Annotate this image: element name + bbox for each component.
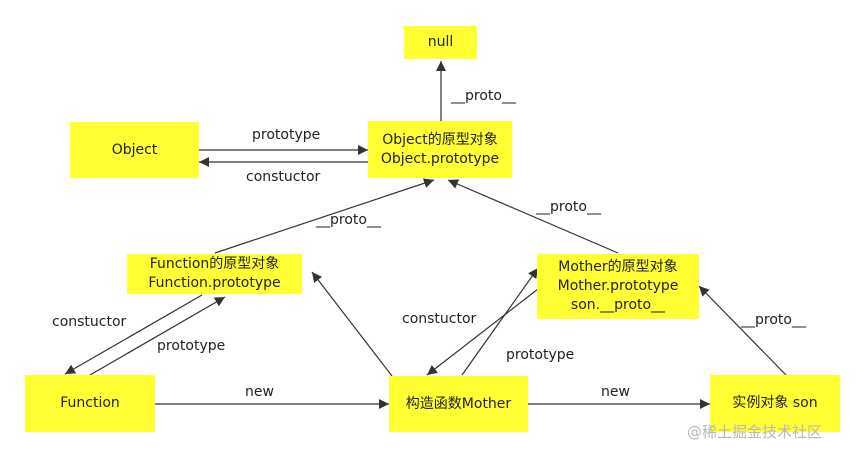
label-new-mother: new [245,384,274,400]
node-object-label: Object [111,141,158,158]
node-mother-prototype: Mother的原型对象 Mother.prototype son.__proto… [537,254,699,319]
node-object: Object [70,122,199,178]
arrow-function-prototype [89,296,226,376]
arrow-mother-prototype [461,267,539,376]
arrow-mother-constructor [426,288,539,376]
arrow-mp-to-op [447,179,619,254]
node-mother-constructor: 构造函数Mother [389,376,528,432]
node-function-prototype: Function的原型对象 Function.prototype [127,254,302,294]
node-null: null [404,26,477,59]
node-function: Function [25,375,155,432]
arrow-son-to-mp [698,285,787,376]
node-mother-constructor-label: 构造函数Mother [405,395,512,412]
label-function-prototype: prototype [157,338,226,354]
node-son-instance-label: 实例对象 son [732,395,818,411]
node-mother-prototype-line3: son.__proto__ [570,297,666,313]
label-fp-proto: __proto__ [316,212,381,228]
label-mother-constructor: constuctor [402,311,477,327]
node-mother-prototype-line1: Mother的原型对象 [558,259,678,275]
node-function-label: Function [60,395,120,411]
node-object-prototype-line2: Object.prototype [380,150,500,167]
node-mother-prototype-line2: Mother.prototype [557,278,679,294]
node-object-prototype: Object的原型对象 Object.prototype [368,121,512,178]
node-object-prototype-line1: Object的原型对象 [382,131,498,148]
label-son-proto: __proto__ [741,312,806,328]
arrow-function-constructor [64,294,203,375]
label-new-son: new [601,384,630,400]
label-object-prototype: prototype [252,127,321,143]
label-mother-prototype: prototype [506,347,575,363]
label-op-to-null: __proto__ [451,88,516,104]
node-function-prototype-line1: Function的原型对象 [149,256,280,272]
watermark: @稀土掘金技术社区 [687,423,823,441]
node-son-instance: 实例对象 son [710,375,840,432]
label-object-constructor: constuctor [246,169,321,185]
arrow-fp-to-op [214,178,435,254]
label-function-constructor: constuctor [52,314,127,330]
node-function-prototype-line2: Function.prototype [148,275,281,291]
arrow-mother-to-fp [311,271,393,377]
node-null-label: null [427,34,454,50]
label-mp-proto: __proto__ [536,199,601,215]
